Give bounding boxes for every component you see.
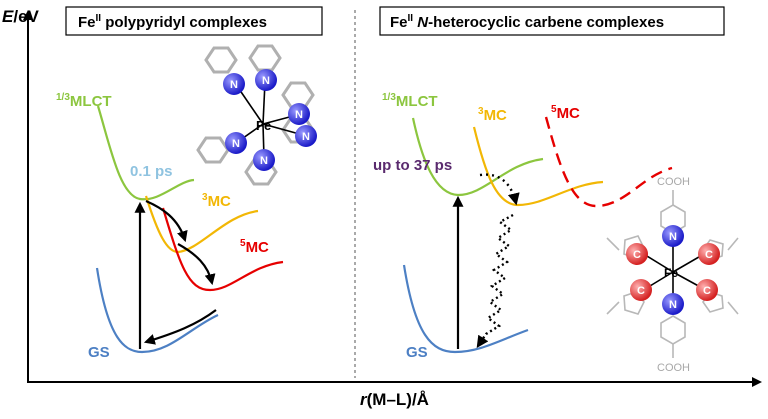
left-n-atom xyxy=(295,125,317,147)
right-molecule: COOH COOH N N C C C C xyxy=(606,176,739,374)
svg-text:C: C xyxy=(703,285,711,297)
svg-text:N: N xyxy=(262,75,270,87)
right-cooh-top: COOH xyxy=(657,176,690,188)
svg-text:N: N xyxy=(230,79,238,91)
left-5mc-curve xyxy=(161,207,284,292)
right-c-atom xyxy=(696,279,718,301)
right-c-atom xyxy=(626,243,648,265)
left-timeconstant: 0.1 ps xyxy=(130,163,173,180)
left-isc-arrow-2 xyxy=(177,243,216,286)
y-axis-label: E/eV xyxy=(2,7,40,26)
right-3mc-curve xyxy=(472,126,604,207)
right-n-atom xyxy=(662,225,684,247)
left-panel: FeII polypyridyl complexes 1/3MLCT 3MC 5… xyxy=(56,6,323,361)
right-panel: FeII N-heterocyclic carbene complexes 1/… xyxy=(373,6,739,374)
x-axis-label: r(M–L)/Å xyxy=(360,390,429,409)
right-gs-curve xyxy=(402,264,529,354)
right-5mc-curve xyxy=(544,116,673,208)
svg-text:N: N xyxy=(295,109,303,121)
left-n-atom xyxy=(223,73,245,95)
right-c-atom xyxy=(698,243,720,265)
left-isc-arrow-1 xyxy=(145,199,188,243)
right-n-atom xyxy=(662,293,684,315)
svg-text:C: C xyxy=(637,285,645,297)
left-title-box xyxy=(65,6,323,36)
right-3mc-label: 3MC xyxy=(478,106,507,124)
svg-text:C: C xyxy=(633,249,641,261)
right-fe-label: Fe xyxy=(664,266,678,280)
right-title-box xyxy=(379,6,725,36)
left-5mc-label: 5MC xyxy=(240,238,269,256)
svg-text:N: N xyxy=(302,131,310,143)
left-relax-arrow xyxy=(143,309,217,345)
left-fe-label: Fe xyxy=(256,118,271,133)
right-title: FeII N-heterocyclic carbene complexes xyxy=(390,13,664,31)
left-title: FeII polypyridyl complexes xyxy=(78,13,267,31)
right-c-atom xyxy=(630,279,652,301)
right-mlct-label: 1/3MLCT xyxy=(382,92,438,110)
svg-text:N: N xyxy=(669,231,677,243)
left-gs-curve xyxy=(95,267,219,354)
left-molecule: N N N N N N Fe xyxy=(196,44,317,186)
left-n-atom xyxy=(288,103,310,125)
left-n-atom xyxy=(253,149,275,171)
right-timeconstant: up to 37 ps xyxy=(373,157,452,174)
right-mlct-curve xyxy=(411,117,544,197)
left-gs-label: GS xyxy=(88,344,110,361)
right-5mc-label: 5MC xyxy=(551,104,580,122)
right-gs-label: GS xyxy=(406,344,428,361)
svg-text:N: N xyxy=(669,299,677,311)
left-n-atom xyxy=(225,132,247,154)
left-mlct-label: 1/3MLCT xyxy=(56,92,112,110)
svg-text:N: N xyxy=(260,155,268,167)
left-mlct-curve xyxy=(96,105,195,201)
svg-text:N: N xyxy=(232,138,240,150)
right-cooh-bottom: COOH xyxy=(657,362,690,374)
right-wavy-relax-arrow xyxy=(476,213,514,348)
svg-text:C: C xyxy=(705,249,713,261)
left-3mc-label: 3MC xyxy=(202,192,231,210)
left-n-atom xyxy=(255,69,277,91)
